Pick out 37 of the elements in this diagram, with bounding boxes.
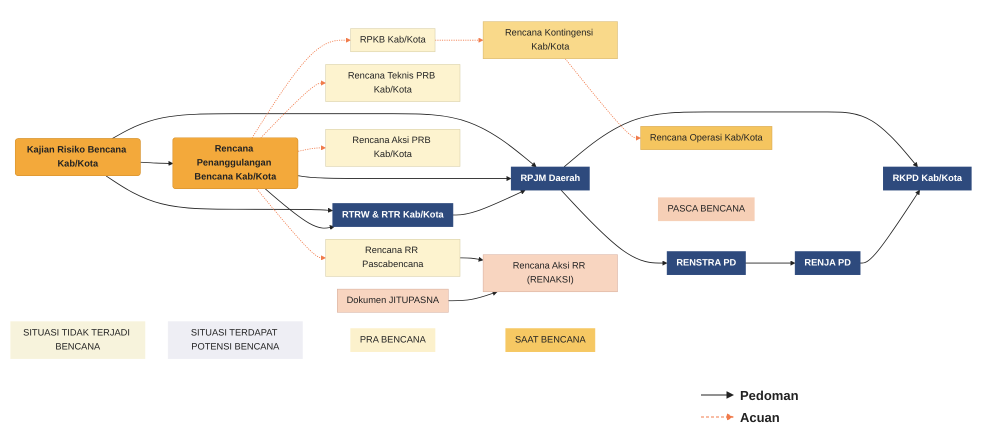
node-box: Dokumen JITUPASNA [337,288,449,312]
arrow [256,188,326,260]
arrow [448,290,498,301]
node-box: PASCA BENCANA [658,197,755,221]
node-box: SAAT BENCANA [505,328,596,352]
node-box: Rencana Teknis PRB Kab/Kota [325,64,460,102]
arrow [111,113,536,168]
node-box: Rencana Operasi Kab/Kota [640,126,772,150]
arrow [564,111,918,168]
arrow [452,190,526,216]
arrow [460,256,484,262]
node-box: RPKB Kab/Kota [350,28,436,52]
arrow [260,80,326,138]
arrow [860,190,920,264]
arrow [745,260,796,266]
node-box: Rencana Aksi RR (RENAKSI) [482,254,618,292]
arrow [264,188,335,230]
node-box: RPJM Daerah [510,166,590,190]
arrow [252,37,351,138]
node-box: RENSTRA PD [666,251,746,275]
legend-label: Acuan [740,410,780,424]
node-box: RKPD Kab/Kota [883,166,972,190]
node-box: RENJA PD [794,251,860,275]
arrow [298,145,326,152]
node-box: SITUASI TIDAK TERJADI BENCANA [10,321,146,359]
node-box: PRA BENCANA [350,328,436,352]
node-box: Rencana RR Pascabencana [325,238,460,277]
arrow [140,160,174,166]
arrow [434,37,484,43]
node-box: Rencana Aksi PRB Kab/Kota [325,128,460,167]
node-box: RTRW & RTR Kab/Kota [332,203,454,227]
arrow [560,190,668,266]
arrow [106,175,333,213]
node-box: Rencana Kontingensi Kab/Kota [482,21,618,59]
legend-label: Pedoman [740,388,799,402]
arrow [298,175,512,181]
arrow [564,58,641,140]
